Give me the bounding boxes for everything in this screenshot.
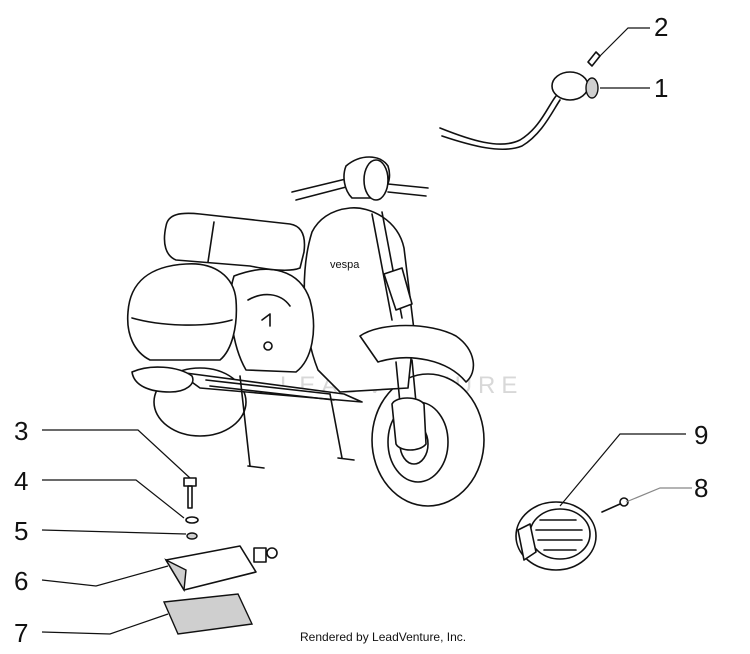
part-gasket-7	[162, 593, 254, 635]
callout-8: 8	[694, 473, 708, 503]
scooter-illustration: vespa	[126, 156, 485, 507]
part-bolt-3	[183, 477, 197, 509]
callout-1: 1	[654, 73, 668, 103]
part-switch-1	[439, 71, 599, 151]
callout-numbers: 2 1 3 4 5 6 7 8 9	[14, 12, 708, 648]
part-stop-switch-6	[164, 545, 278, 593]
part-washer-4	[185, 516, 199, 524]
callout-2: 2	[654, 12, 668, 42]
part-nut-5	[186, 532, 198, 540]
callout-3: 3	[14, 416, 28, 446]
callout-6: 6	[14, 566, 28, 596]
callout-5: 5	[14, 516, 28, 546]
callout-7: 7	[14, 618, 28, 648]
leader-lines	[41, 27, 692, 635]
callout-9: 9	[694, 420, 708, 450]
part-horn-9	[515, 501, 597, 571]
render-credit: Rendered by LeadVenture, Inc.	[300, 630, 466, 644]
part-screw-8	[601, 497, 629, 513]
vespa-badge-text: vespa	[330, 259, 360, 271]
callout-4: 4	[14, 466, 28, 496]
part-pin-2	[587, 51, 601, 67]
